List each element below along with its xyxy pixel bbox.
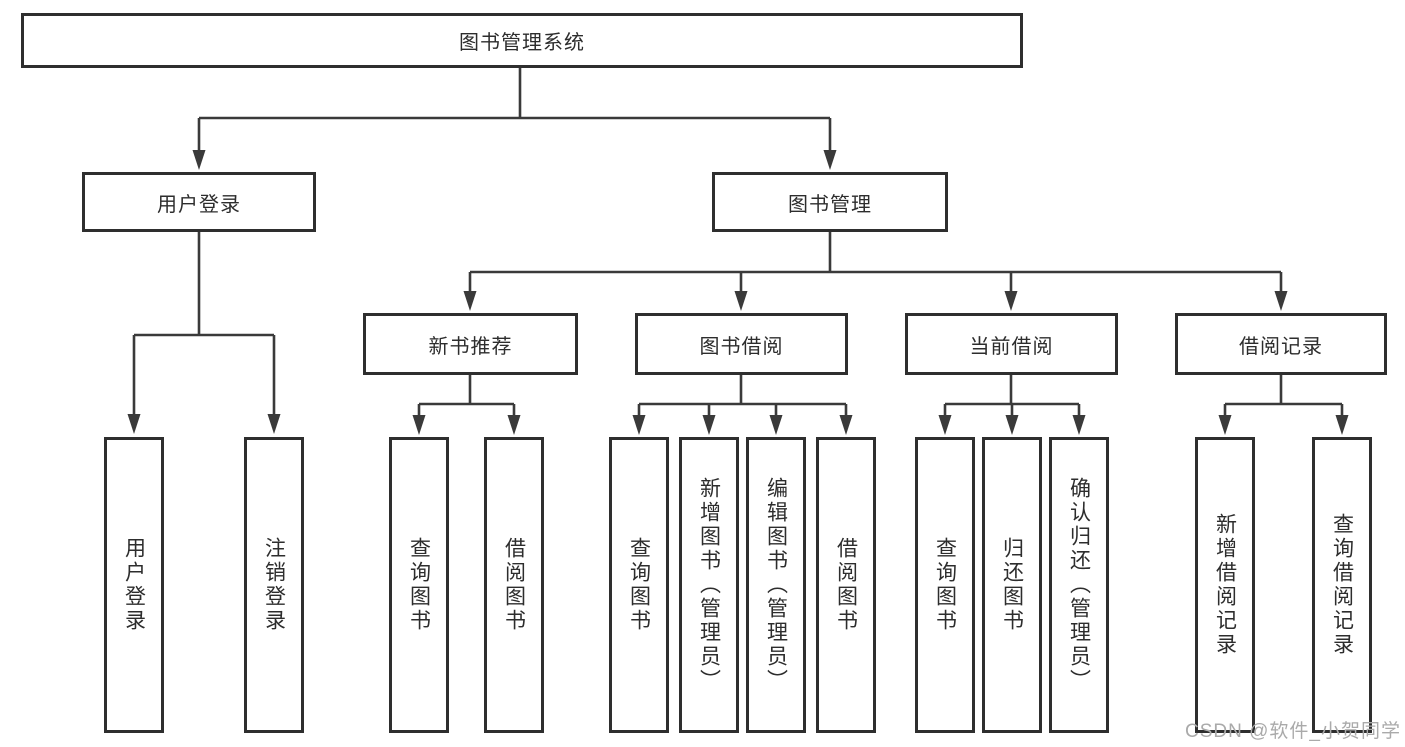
leaf-query-borrow-record: 查询借阅记录 — [1312, 437, 1372, 733]
node-book-management: 图书管理 — [712, 172, 948, 232]
leaf-return-book: 归还图书 — [982, 437, 1042, 733]
leaf-borrow-books-recommend: 借阅图书 — [484, 437, 544, 733]
leaf-query-books-recommend: 查询图书 — [389, 437, 449, 733]
leaf-query-books-current: 查询图书 — [915, 437, 975, 733]
node-new-book-recommendation: 新书推荐 — [363, 313, 578, 375]
leaf-confirm-return-admin: 确认归还（管理员） — [1049, 437, 1109, 733]
node-borrowing-records: 借阅记录 — [1175, 313, 1387, 375]
leaf-borrow-books-borrowing: 借阅图书 — [816, 437, 876, 733]
node-user-login: 用户登录 — [82, 172, 316, 232]
leaf-logout: 注销登录 — [244, 437, 304, 733]
leaf-user-login: 用户登录 — [104, 437, 164, 733]
node-current-borrowing: 当前借阅 — [905, 313, 1118, 375]
leaf-add-book-admin: 新增图书（管理员） — [679, 437, 739, 733]
leaf-edit-book-admin: 编辑图书（管理员） — [746, 437, 806, 733]
node-library-management-system: 图书管理系统 — [21, 13, 1023, 68]
leaf-query-books-borrowing: 查询图书 — [609, 437, 669, 733]
leaf-add-borrow-record: 新增借阅记录 — [1195, 437, 1255, 733]
node-book-borrowing: 图书借阅 — [635, 313, 848, 375]
